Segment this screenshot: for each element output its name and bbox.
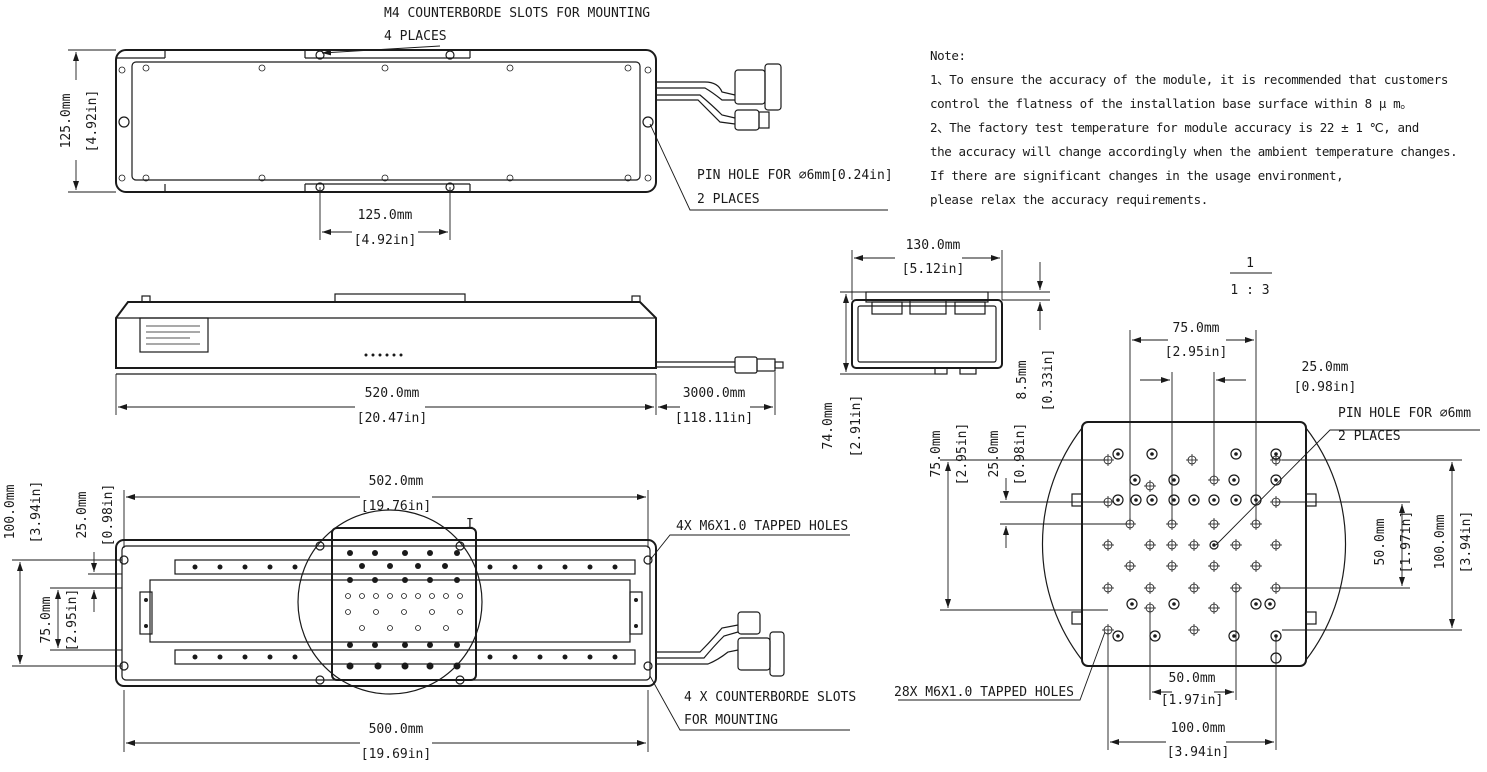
side-view: 520.0mm [20.47in] 3000.0mm [118.11in] bbox=[115, 293, 784, 426]
plan-slot-callout-line-1: 4 X COUNTERBORDE SLOTS bbox=[684, 690, 856, 705]
scale-denominator: 1 : 3 bbox=[1230, 283, 1269, 298]
detail-bottom-pitch-mm: 50.0mm bbox=[1169, 671, 1216, 686]
detail-right-pitch-in: [1.97in] bbox=[1399, 511, 1414, 574]
plan-view-travel-dimension: 502.0mm [19.76in] bbox=[123, 474, 649, 548]
detail-left-pitch-in: [2.95in] bbox=[955, 423, 970, 486]
note-line-2: control the flatness of the installation… bbox=[930, 96, 1413, 111]
detail-top-offset-in: [0.98in] bbox=[1294, 380, 1357, 395]
plan-view-rail-holes bbox=[192, 564, 618, 660]
end-view-offset-in: [0.33in] bbox=[1041, 349, 1056, 412]
detail-right-total-mm: 100.0mm bbox=[1433, 514, 1448, 569]
end-view-height-mm: 74.0mm bbox=[821, 402, 836, 449]
detail-top-pitch-mm: 75.0mm bbox=[1173, 321, 1220, 336]
detail-pin-callout-line-2: 2 PLACES bbox=[1338, 429, 1401, 444]
plan-view-left-offset-in: [0.98in] bbox=[101, 484, 116, 547]
top-view-spacing-mm: 125.0mm bbox=[358, 208, 413, 223]
detail-top-pitch-in: [2.95in] bbox=[1165, 345, 1228, 360]
top-view-screws bbox=[118, 50, 654, 192]
plan-view-left-offset-mm: 25.0mm bbox=[75, 491, 90, 538]
end-view-offset-mm: 8.5mm bbox=[1015, 360, 1030, 399]
detail-bottom-pitch-in: [1.97in] bbox=[1161, 693, 1224, 708]
end-view-width-mm: 130.0mm bbox=[906, 238, 961, 253]
side-view-cable-mm: 3000.0mm bbox=[683, 386, 746, 401]
detail-left-offset-mm: 25.0mm bbox=[987, 430, 1002, 477]
detail-left-offset-in: [0.98in] bbox=[1013, 423, 1028, 486]
plan-view-base-mm: 500.0mm bbox=[369, 722, 424, 737]
top-view: 125.0mm [4.92in] 125.0mm [4.92in] M4 COU… bbox=[59, 6, 893, 248]
slot-callout-line-2: 4 PLACES bbox=[384, 29, 447, 44]
note-heading: Note: bbox=[930, 48, 966, 63]
plan-view-cable bbox=[656, 611, 785, 677]
plan-view-base-dimension: 500.0mm [19.69in] bbox=[123, 690, 649, 762]
plan-tapped-callout: 4X M6X1.0 TAPPED HOLES bbox=[676, 519, 848, 534]
plan-view-left-dimensions: 100.0mm [3.94in] 25.0mm [0.98in] 75.0mm … bbox=[3, 481, 122, 667]
side-view-cable-in: [118.11in] bbox=[675, 411, 753, 426]
plan-slot-callout-line-2: FOR MOUNTING bbox=[684, 713, 778, 728]
note-line-4: the accuracy will change accordingly whe… bbox=[930, 144, 1458, 159]
side-view-cable-dimension: 3000.0mm [118.11in] bbox=[658, 372, 776, 426]
note-line-1: 1、To ensure the accuracy of the module, … bbox=[930, 72, 1449, 87]
plan-view-tapped-callout: 4X M6X1.0 TAPPED HOLES bbox=[649, 519, 850, 561]
detail-right-total-in: [3.94in] bbox=[1459, 511, 1474, 574]
slot-callout-line-1: M4 COUNTERBORDE SLOTS FOR MOUNTING bbox=[384, 6, 650, 21]
pin-callout-line-1: PIN HOLE FOR ∅6mm[0.24in] bbox=[697, 168, 893, 183]
detail-view-left-dimensions: 75.0mm [2.95in] 25.0mm [0.98in] bbox=[929, 423, 1130, 611]
top-view-height-mm: 125.0mm bbox=[59, 93, 74, 148]
detail-top-offset-mm: 25.0mm bbox=[1302, 360, 1349, 375]
end-view-height-dimension: 74.0mm [2.91in] bbox=[821, 291, 935, 458]
detail-view-bottom-dimensions: 50.0mm [1.97in] 100.0mm [3.94in] bbox=[1107, 588, 1277, 760]
pin-callout-line-2: 2 PLACES bbox=[697, 192, 760, 207]
end-view-height-in: [2.91in] bbox=[849, 395, 864, 458]
detail-tapped-callout: 28X M6X1.0 TAPPED HOLES bbox=[894, 685, 1074, 700]
plan-view-slide-holes bbox=[345, 550, 463, 670]
detail-view-right-dimensions: 50.0mm [1.97in] 100.0mm [3.94in] bbox=[1276, 459, 1474, 631]
end-view-width-in: [5.12in] bbox=[902, 262, 965, 277]
top-view-pin-callout: PIN HOLE FOR ∅6mm[0.24in] 2 PLACES bbox=[649, 123, 893, 211]
plan-view-left-inner-in: [2.95in] bbox=[65, 589, 80, 652]
plan-view-travel-mm: 502.0mm bbox=[369, 474, 424, 489]
end-view-width-dimension: 130.0mm [5.12in] bbox=[851, 238, 1003, 300]
note-block: Note: 1、To ensure the accuracy of the mo… bbox=[930, 44, 1458, 212]
top-view-spacing-in: [4.92in] bbox=[354, 233, 417, 248]
side-view-length-dimension: 520.0mm [20.47in] bbox=[115, 374, 657, 426]
top-view-height-in: [4.92in] bbox=[85, 90, 100, 153]
plan-view-left-inner-mm: 75.0mm bbox=[39, 596, 54, 643]
detail-view-tapped-callout: 28X M6X1.0 TAPPED HOLES bbox=[894, 631, 1106, 701]
end-view-offset-dimension: 8.5mm [0.33in] bbox=[988, 262, 1056, 411]
top-view-slot-callout: M4 COUNTERBORDE SLOTS FOR MOUNTING 4 PLA… bbox=[321, 6, 650, 56]
top-view-cable bbox=[656, 63, 782, 131]
detail-bottom-total-mm: 100.0mm bbox=[1171, 721, 1226, 736]
detail-bottom-total-in: [3.94in] bbox=[1167, 745, 1230, 760]
scale-numerator: 1 bbox=[1246, 256, 1254, 271]
plan-view-left-total-mm: 100.0mm bbox=[3, 484, 18, 539]
plan-view-base-in: [19.69in] bbox=[361, 747, 431, 762]
detail-left-pitch-mm: 75.0mm bbox=[929, 430, 944, 477]
scale-label: 1 1 : 3 bbox=[1230, 256, 1272, 298]
top-view-height-dimension: 125.0mm [4.92in] bbox=[59, 49, 116, 193]
plan-view: I 502.0mm [19.76in] 500.0mm [19.69in] bbox=[3, 474, 856, 762]
detail-view-pin-callout: PIN HOLE FOR ∅6mm 2 PLACES bbox=[1215, 406, 1480, 546]
plan-view-travel-in: [19.76in] bbox=[361, 499, 431, 514]
side-view-leds bbox=[364, 353, 403, 357]
section-mark: I bbox=[466, 517, 474, 532]
detail-view: 75.0mm [2.95in] 25.0mm [0.98in] PIN HOLE… bbox=[894, 321, 1480, 760]
note-line-3: 2、The factory test temperature for modul… bbox=[930, 120, 1419, 135]
note-line-6: please relax the accuracy requirements. bbox=[930, 192, 1208, 207]
detail-right-pitch-mm: 50.0mm bbox=[1373, 518, 1388, 565]
top-view-spacing-dimension: 125.0mm [4.92in] bbox=[319, 187, 451, 248]
plan-view-slot-callout: 4 X COUNTERBORDE SLOTS FOR MOUNTING bbox=[649, 675, 856, 731]
detail-view-top-dimensions: 75.0mm [2.95in] 25.0mm [0.98in] bbox=[1129, 321, 1357, 524]
plan-view-left-total-in: [3.94in] bbox=[29, 481, 44, 544]
note-line-5: If there are significant changes in the … bbox=[930, 168, 1344, 183]
side-view-length-in: [20.47in] bbox=[357, 411, 427, 426]
side-view-length-mm: 520.0mm bbox=[365, 386, 420, 401]
detail-pin-callout-line-1: PIN HOLE FOR ∅6mm bbox=[1338, 406, 1471, 421]
end-view: 130.0mm [5.12in] 74.0mm [2.91in] 8.5mm [… bbox=[821, 238, 1056, 457]
